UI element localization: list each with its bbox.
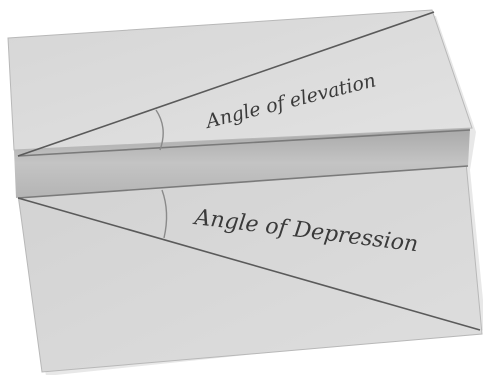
folded-paper-photo: Angle of elevation Angle of Depression <box>0 0 483 375</box>
